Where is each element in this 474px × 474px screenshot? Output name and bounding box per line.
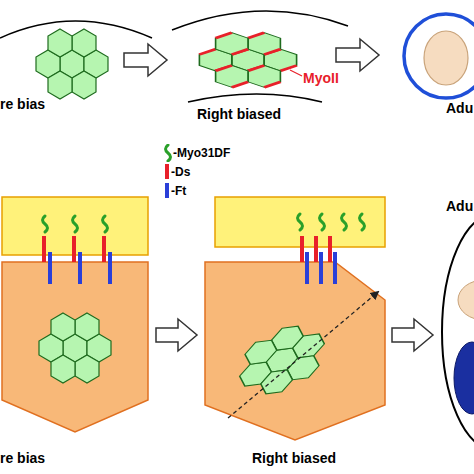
myo31df-mark [360, 214, 365, 230]
ft-bar [108, 252, 112, 284]
myo31df-mark [103, 216, 108, 232]
protein-label: MyoII [303, 70, 339, 86]
legend-row: -Ds [165, 164, 190, 179]
ds-bar [328, 236, 332, 262]
ds-bar [102, 236, 106, 262]
block-arrow [156, 319, 197, 351]
orange-tissue [205, 262, 385, 440]
cell [242, 335, 279, 369]
legend-text: -Myo31DF [173, 146, 230, 160]
ft-bar [305, 252, 309, 284]
leader-line [290, 70, 302, 76]
stage-label: re bias [0, 96, 45, 112]
myo31df-mark [320, 214, 325, 230]
stage-label: Right biased [252, 450, 336, 466]
adult-organ-blue [454, 342, 474, 414]
hexagon-cluster [199, 33, 296, 88]
cell [248, 65, 280, 87]
legend-row: -Ft [165, 183, 186, 198]
cell [72, 29, 96, 57]
ft-bar [319, 252, 323, 284]
ft-bar [78, 252, 82, 284]
cell [72, 71, 96, 99]
ds-bar [314, 236, 318, 262]
stage-label: re bias [0, 450, 45, 466]
orange-tissue [2, 262, 148, 432]
cell [248, 33, 280, 55]
cell [51, 355, 75, 383]
stage-label: Adu [446, 100, 473, 116]
block-arrow [336, 39, 379, 71]
stage-label: Adu [446, 198, 473, 214]
hexagon-cluster [229, 314, 335, 406]
ds-bar [42, 236, 46, 262]
ds-ft-bars [44, 236, 110, 284]
block-arrow [392, 319, 433, 351]
squiggle-path [166, 145, 171, 161]
legend-row: -Myo31DF [163, 144, 230, 162]
rotation-arrow [228, 292, 378, 418]
legend-text: -Ft [171, 184, 186, 198]
cell [258, 365, 295, 399]
cell [48, 71, 72, 99]
hexagon-cluster [36, 29, 108, 99]
cell [216, 65, 248, 87]
cell [51, 313, 75, 341]
ds-ft-bars [302, 236, 335, 284]
ds-bar [72, 236, 76, 262]
myo31df-mark [298, 214, 303, 230]
stage-label: Right biased [197, 106, 281, 122]
ft-bar [48, 252, 52, 284]
cell [75, 355, 99, 383]
tissue-arc [188, 94, 322, 102]
legend-squiggle [163, 144, 173, 162]
hexagon-cluster [39, 313, 111, 383]
cell [48, 29, 72, 57]
adult-outline [442, 214, 474, 450]
adult-organ [424, 31, 468, 85]
tissue-arc [172, 11, 348, 30]
cell [75, 313, 99, 341]
ds-bar [300, 236, 304, 262]
myo31df-mark [73, 216, 78, 232]
adult-organ [458, 280, 474, 320]
ft-bar [333, 252, 337, 284]
block-arrow [124, 44, 167, 76]
myo31df-mark [43, 216, 48, 232]
cell [216, 33, 248, 55]
adult-outline [404, 14, 474, 98]
legend-text: -Ds [171, 165, 190, 179]
legend-swatch [165, 164, 169, 179]
myo31df-mark [342, 214, 347, 230]
legend-swatch [165, 183, 169, 198]
